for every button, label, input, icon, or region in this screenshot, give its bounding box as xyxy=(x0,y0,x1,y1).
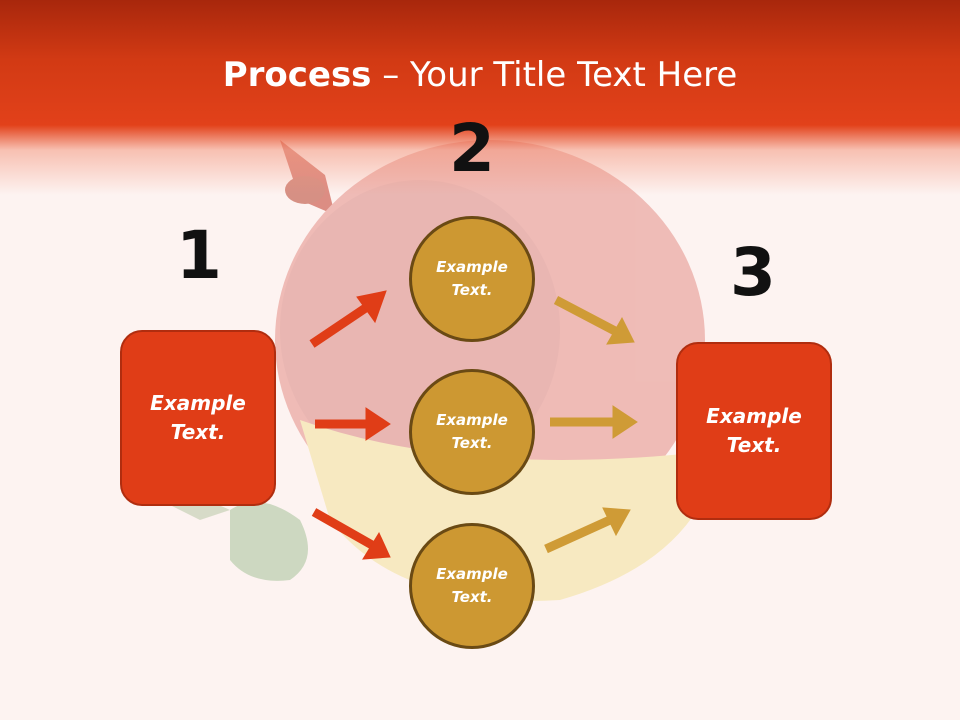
circle-bottom-text: Example Text. xyxy=(436,565,508,606)
left-step-box-text: Example Text. xyxy=(150,391,246,444)
title-rest-part: – Your Title Text Here xyxy=(371,55,738,95)
arrow-to-bottom-circle xyxy=(311,508,391,560)
circle-top[interactable]: Example Text. xyxy=(409,216,535,342)
arrow-to-top-circle xyxy=(309,290,387,348)
circle-middle-text: Example Text. xyxy=(436,411,508,452)
circle-middle[interactable]: Example Text. xyxy=(409,369,535,495)
step-number-1: 1 xyxy=(176,217,222,294)
circle-top-text: Example Text. xyxy=(436,258,508,299)
title-bold-part: Process xyxy=(222,55,372,95)
header-band xyxy=(0,0,960,200)
circle-bottom[interactable]: Example Text. xyxy=(409,523,535,649)
arrow-from-middle-circle xyxy=(550,405,638,439)
slide-title: Process – Your Title Text Here xyxy=(0,52,960,98)
right-step-box[interactable]: Example Text. xyxy=(676,342,832,520)
arrow-from-bottom-circle xyxy=(544,507,631,554)
left-step-box[interactable]: Example Text. xyxy=(120,330,276,506)
step-number-3: 3 xyxy=(730,234,776,311)
arrow-to-middle-circle xyxy=(315,407,391,441)
step-number-2: 2 xyxy=(449,110,495,187)
right-step-box-text: Example Text. xyxy=(706,404,802,457)
arrow-from-top-circle xyxy=(553,296,635,345)
